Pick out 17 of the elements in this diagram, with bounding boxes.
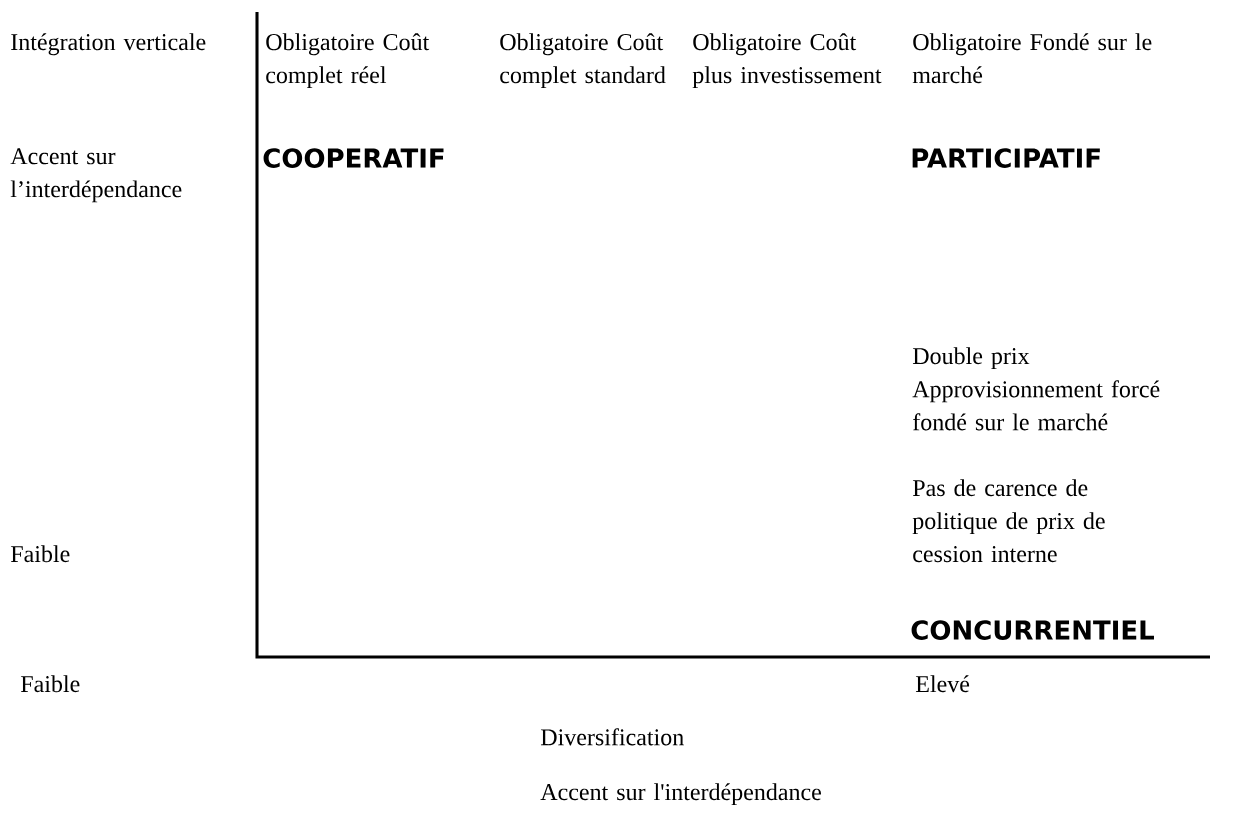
axis-title: Diversification — [540, 728, 684, 746]
axis-level-label: Faible — [10, 545, 70, 563]
pricing-method-text: Obligatoire Coût complet standard — [500, 33, 666, 89]
quadrant-label: CONCURRENTIEL — [911, 620, 1154, 640]
axis-level-label: Faible — [20, 675, 80, 693]
pricing-method-text: Obligatoire Coût complet réel — [266, 33, 430, 89]
quadrant-label: PARTICIPATIF — [912, 148, 1100, 168]
pricing-method-text: Obligatoire Coût plus investissement — [692, 33, 882, 89]
pricing-method-text: Double prix — [912, 347, 1030, 369]
axis-title: Accent sur l'interdépendance — [540, 783, 821, 806]
axis-level-label: Elevé — [915, 675, 970, 693]
quadrant-label: COOPERATIF — [263, 148, 444, 168]
pricing-method-text: Pas de carence de politique de prix de cession interne — [912, 479, 1105, 563]
pricing-method-text: Approvisionnement forcé fondé sur le marché — [912, 380, 1160, 431]
pricing-method-text: Obligatoire Fondé sur le marché — [912, 33, 1152, 84]
axis-title: Accent sur l’interdépendance — [10, 148, 182, 203]
axis-title: Intégration verticale — [11, 33, 206, 56]
